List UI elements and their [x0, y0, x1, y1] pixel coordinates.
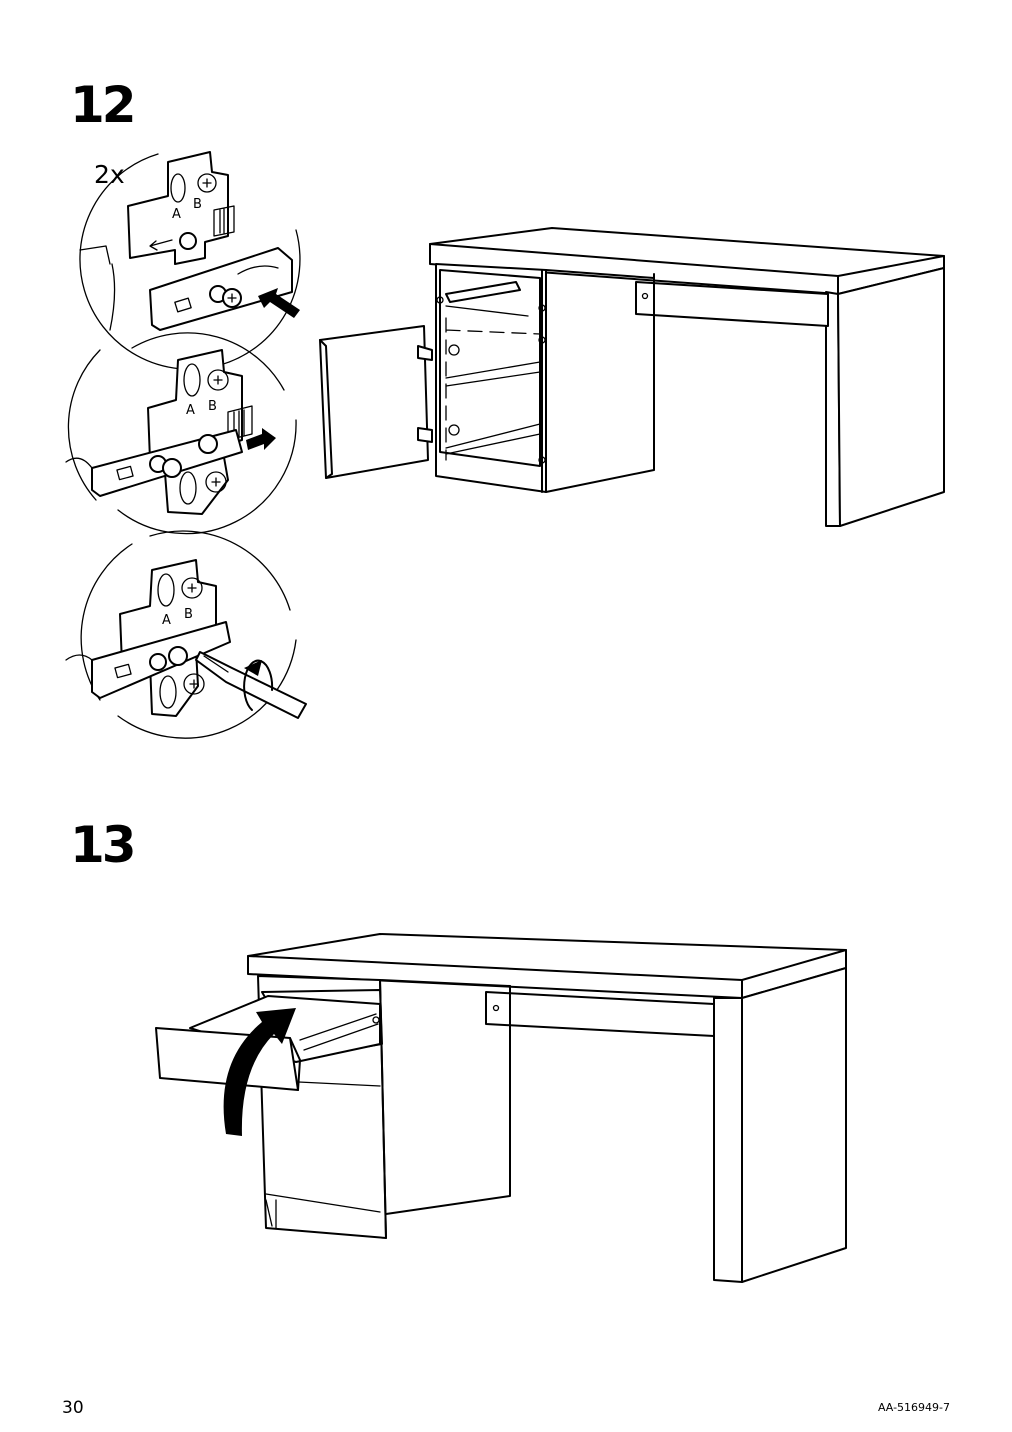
hinge-label-b: B [193, 197, 202, 212]
hinge-label-b: B [184, 607, 193, 622]
document-code: AA-516949-7 [877, 1401, 950, 1414]
hinge-label-a: A [172, 207, 181, 222]
step-number-12: 12 [70, 76, 137, 134]
hinge-detail-circle: A B [65, 332, 297, 535]
hinge-label-a: A [186, 403, 195, 418]
desk-illustration [155, 933, 847, 1283]
page-number: 30 [62, 1398, 84, 1418]
hinge-label-a: A [162, 613, 171, 628]
pull-arrow-icon [246, 428, 276, 450]
drawer-insert-arrow-icon [223, 1008, 296, 1136]
push-arrow-icon [258, 288, 300, 318]
desk-illustration [319, 227, 945, 527]
step-number-13: 13 [70, 816, 137, 874]
rotate-arrow-icon [243, 659, 274, 711]
hinge-label-b: B [208, 399, 217, 414]
hinge-detail-circle: A B [65, 530, 307, 739]
hinge-detail-circle: A B [79, 151, 301, 370]
